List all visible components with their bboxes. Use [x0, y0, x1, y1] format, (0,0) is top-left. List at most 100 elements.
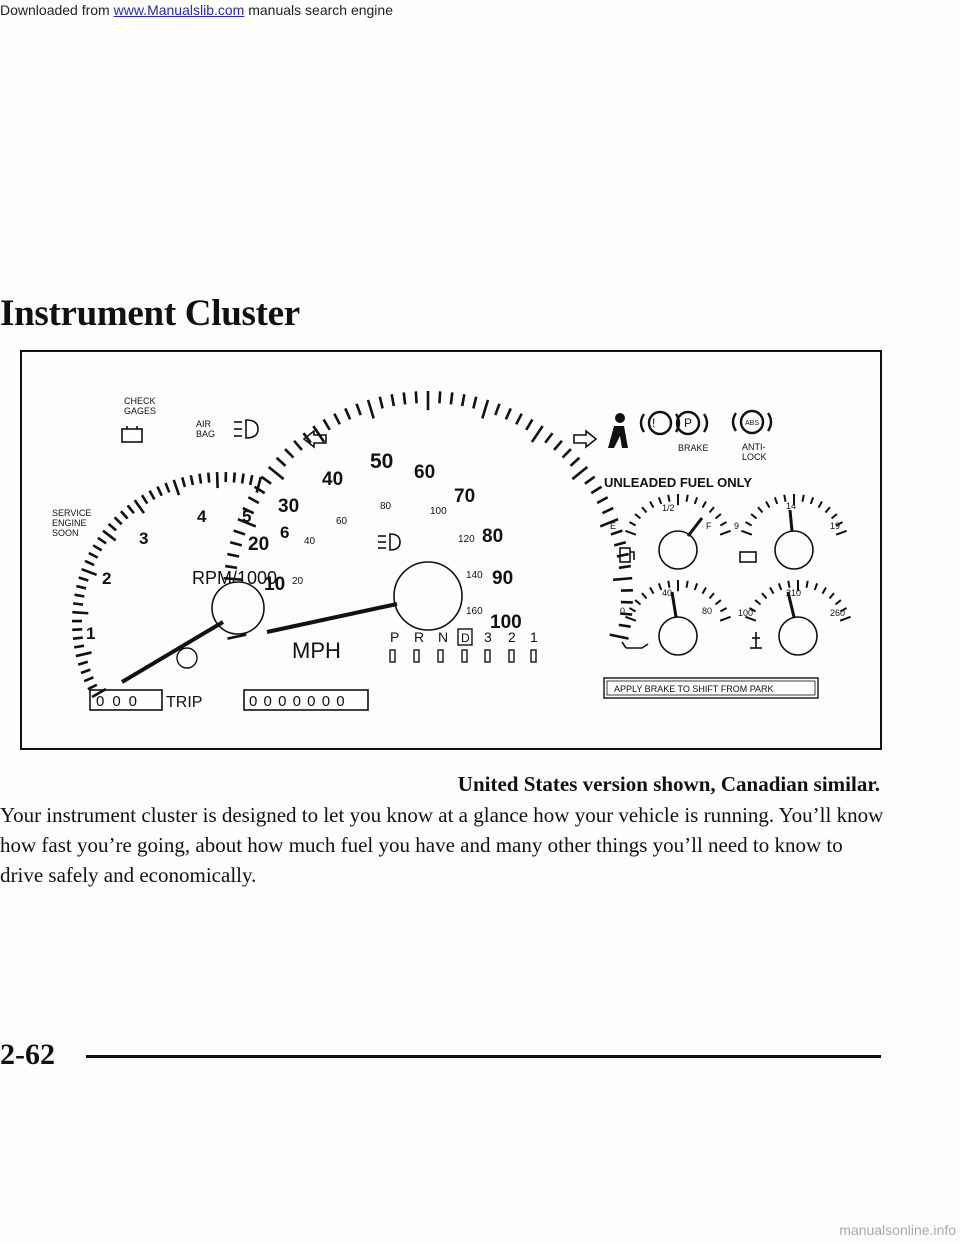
gauge-tick	[754, 599, 762, 606]
thermometer-icon	[750, 632, 762, 649]
kmh-number-20: 20	[292, 576, 304, 587]
fuel-scale-half: 1/2	[662, 503, 675, 513]
gauge-tick	[609, 633, 629, 640]
gauge-tick	[530, 425, 544, 443]
gauge-tick	[78, 576, 89, 582]
gauge-tick	[248, 474, 254, 486]
gauge-tick	[312, 425, 326, 443]
service-engine-label-1: SERVICE	[52, 508, 91, 518]
tach-number-4: 4	[197, 507, 207, 526]
gauge-tick	[232, 472, 237, 483]
gauge-tick	[745, 615, 757, 622]
gauge-tick	[449, 392, 454, 405]
tach-number-3: 3	[139, 529, 148, 548]
gauge-tick	[390, 394, 396, 407]
gauge-tick	[641, 506, 648, 514]
temp-needle	[786, 591, 796, 618]
gauge-tick	[206, 472, 211, 483]
oil-pressure-gauge: 0 40 80	[620, 588, 712, 656]
gauge-tick	[97, 536, 107, 545]
gauge-tick	[83, 676, 94, 683]
gauge-tick	[561, 448, 572, 459]
gauge-tick	[402, 392, 407, 405]
trip-digits: 000	[96, 693, 145, 710]
gauge-tick	[805, 580, 809, 588]
gauge-tick	[525, 418, 534, 431]
gauge-tick	[378, 396, 384, 409]
gauge-tick	[227, 633, 247, 640]
speed-unit: MPH	[292, 638, 341, 663]
gauge-tick	[229, 540, 243, 547]
gauge-tick	[284, 448, 295, 459]
mph-number-50: 50	[370, 450, 393, 473]
gauge-tick	[569, 456, 581, 467]
coolant-temp-gauge: 100 210 260	[738, 588, 845, 656]
gauge-tick	[620, 612, 633, 616]
gauge-tick	[571, 465, 589, 481]
gear-d: D	[461, 631, 470, 645]
gauge-tick	[817, 501, 823, 509]
speedometer-needle	[266, 602, 398, 634]
gauge-tick	[215, 472, 219, 489]
air-bag-label-2: BAG	[196, 429, 215, 439]
brake-p: P	[684, 416, 692, 430]
gauge-tick	[225, 564, 238, 570]
fuel-gauge: E 1/2 F	[610, 503, 712, 570]
gauge-tick	[80, 668, 91, 675]
seatbelt-icon	[608, 413, 628, 448]
mph-number-10: 10	[264, 574, 285, 595]
anti-lock-label-1: ANTI-	[742, 442, 766, 452]
gauge-tick	[834, 599, 842, 606]
gauge-tick	[227, 552, 240, 558]
gauge-tick	[701, 501, 707, 509]
gauge-tick	[761, 592, 768, 600]
gauge-tick	[180, 477, 187, 488]
gauge-tick	[72, 602, 84, 606]
gauge-tick	[414, 391, 418, 404]
gauge-tick	[322, 418, 331, 431]
gear-1: 1	[530, 629, 538, 645]
gauge-tick	[714, 513, 722, 520]
service-engine-label-3: SOON	[52, 528, 79, 538]
tachometer: 1 2 3 4 5 6 RPM/1000	[86, 507, 289, 684]
gauge-ticks	[71, 391, 851, 699]
gauge-tick	[745, 521, 753, 527]
gauge-tick	[223, 576, 244, 582]
figure-caption: United States version shown, Canadian si…	[457, 772, 880, 796]
unleaded-fuel-label: UNLEADED FUEL ONLY	[604, 475, 752, 490]
gauge-tick	[164, 482, 171, 493]
gauge-tick	[625, 529, 637, 536]
prndl-indicator: P R N D 3 2 1	[389, 628, 538, 663]
gauge-tick	[102, 529, 117, 542]
mph-number-90: 90	[492, 568, 513, 589]
gauge-tick	[84, 559, 95, 567]
mph-number-20: 20	[248, 534, 269, 555]
gauge-tick	[481, 399, 490, 419]
gauge-tick	[267, 465, 285, 481]
gauge-tick	[242, 506, 255, 515]
manualslib-link[interactable]: www.Manualslib.com	[113, 2, 245, 18]
gauge-tick	[293, 439, 303, 451]
gauge-tick	[172, 479, 181, 496]
gauge-tick	[719, 521, 727, 527]
mph-number-70: 70	[454, 486, 475, 507]
mph-number-60: 60	[414, 462, 435, 483]
gauge-tick	[835, 521, 843, 527]
gauge-tick	[148, 490, 156, 501]
air-bag-label-1: AIR	[196, 419, 212, 429]
watermark: manualsonline.info	[839, 1222, 956, 1238]
gauge-tick	[828, 592, 835, 600]
gauge-tick	[719, 615, 731, 622]
gauge-tick	[641, 592, 648, 600]
gauge-tick	[616, 552, 629, 558]
gauge-tick	[708, 506, 715, 514]
odometer-digits: 0000000	[249, 693, 351, 710]
gear-r: R	[414, 629, 424, 645]
gauge-tick	[830, 513, 838, 520]
gauge-tick	[584, 475, 596, 485]
right-turn-arrow-icon	[573, 429, 598, 449]
service-engine-label-2: ENGINE	[52, 518, 87, 528]
page-number: 2-62	[0, 1038, 55, 1071]
gauge-tick	[87, 683, 98, 691]
page-title: Instrument Cluster	[0, 293, 300, 334]
